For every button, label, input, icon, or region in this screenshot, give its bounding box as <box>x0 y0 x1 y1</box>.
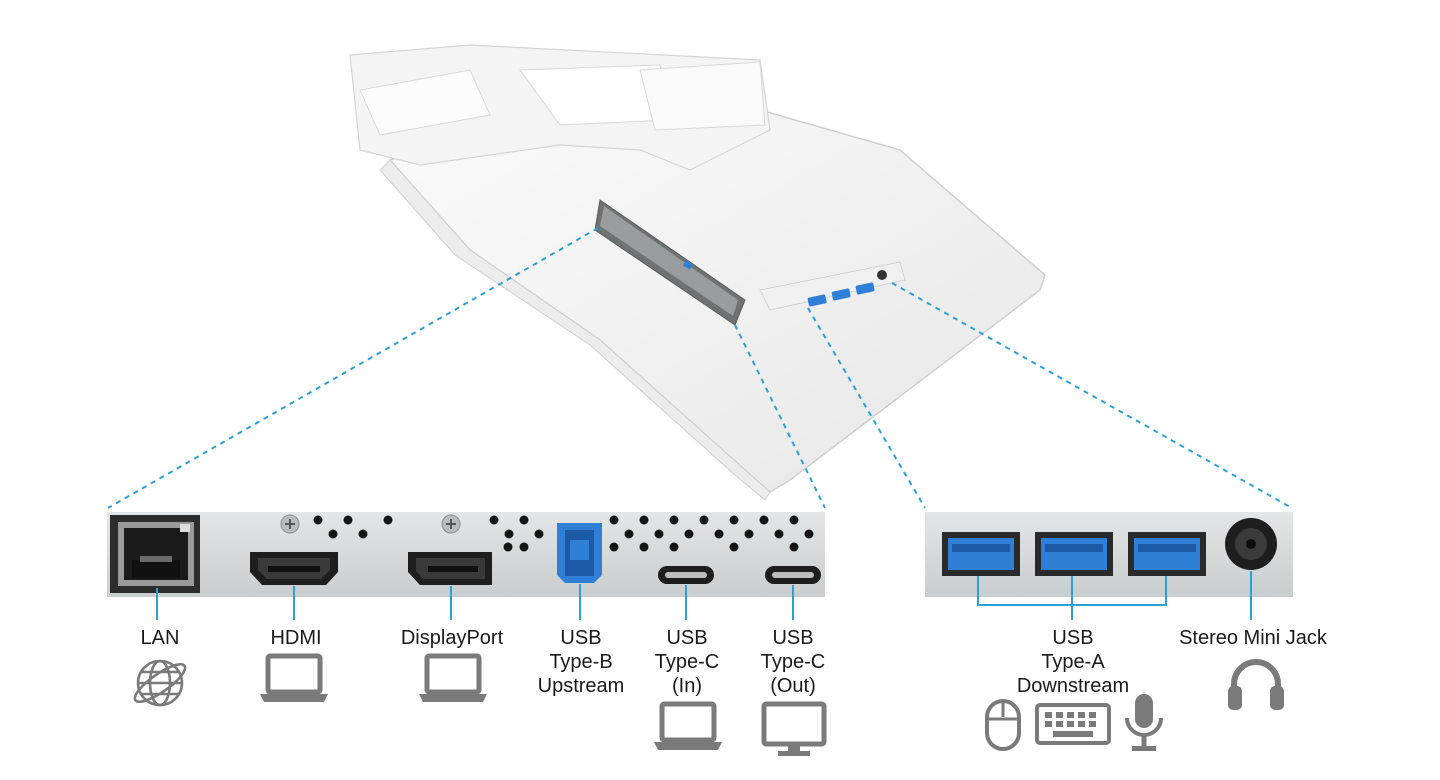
label-lan: LAN <box>141 626 180 650</box>
port-label-line: USB <box>1052 627 1094 649</box>
label-displayport: DisplayPort <box>401 626 503 650</box>
rear-io-panel <box>107 512 825 597</box>
callout-lines <box>107 227 1293 509</box>
vent-holes <box>313 515 814 552</box>
port-label-line: Type-B <box>549 651 613 673</box>
lan-port <box>110 515 200 593</box>
port-label-line: USB <box>772 627 814 649</box>
callout-line-rear-left <box>107 227 599 509</box>
keyboard-icon <box>1035 703 1111 745</box>
port-label-line: Type-C <box>654 651 720 673</box>
port-label-line: USB <box>666 627 708 649</box>
microphone-icon <box>1125 694 1163 751</box>
callout-line-rear-right <box>734 324 826 509</box>
port-label-line: USB <box>560 627 602 649</box>
label-usb-type-c-out: USB Type-C (Out) <box>761 626 825 698</box>
callout-line-side-left <box>807 307 926 509</box>
port-label-line: Type-A <box>1041 651 1105 673</box>
laptop-icon <box>419 653 487 702</box>
headphones-icon <box>1228 659 1284 710</box>
screw-icon <box>280 514 300 534</box>
usb-type-c-out-port <box>765 566 821 584</box>
port-label-line: Downstream <box>1016 675 1130 697</box>
port-label-line: (Out) <box>770 675 816 697</box>
port-connector-lines <box>156 571 1252 620</box>
laptop-icon <box>654 701 722 750</box>
globe-icon <box>133 659 187 707</box>
label-usb-type-b: USB Type-B Upstream <box>538 626 625 698</box>
port-label-line: Stereo Mini Jack <box>1179 627 1327 649</box>
callout-line-side-right <box>891 282 1293 509</box>
port-label-line: DisplayPort <box>400 627 504 649</box>
usb-type-a-port <box>1128 532 1206 576</box>
side-io-panel <box>925 512 1293 597</box>
usb-type-c-in-port <box>658 566 714 584</box>
port-label-line: (In) <box>672 675 702 697</box>
monitor-icon <box>761 701 827 756</box>
label-usb-type-c-in: USB Type-C (In) <box>655 626 719 698</box>
label-stereo-mini-jack: Stereo Mini Jack <box>1179 626 1327 650</box>
usb-type-b-port <box>557 523 602 583</box>
mini-jack-port <box>1225 518 1277 570</box>
mouse-icon <box>985 699 1021 751</box>
hdmi-port <box>250 552 338 585</box>
monitor-illustration <box>349 44 1046 501</box>
port-label-line: Type-C <box>760 651 826 673</box>
label-usb-type-a: USB Type-A Downstream <box>1017 626 1129 698</box>
label-hdmi: HDMI <box>270 626 321 650</box>
port-label-line: HDMI <box>270 627 322 649</box>
usb-type-a-port <box>942 532 1020 576</box>
screw-icon <box>441 514 461 534</box>
displayport-port <box>408 552 492 585</box>
port-label-line: Upstream <box>537 675 625 697</box>
laptop-icon <box>260 653 328 702</box>
usb-type-a-port <box>1035 532 1113 576</box>
port-label-line: LAN <box>140 627 180 649</box>
